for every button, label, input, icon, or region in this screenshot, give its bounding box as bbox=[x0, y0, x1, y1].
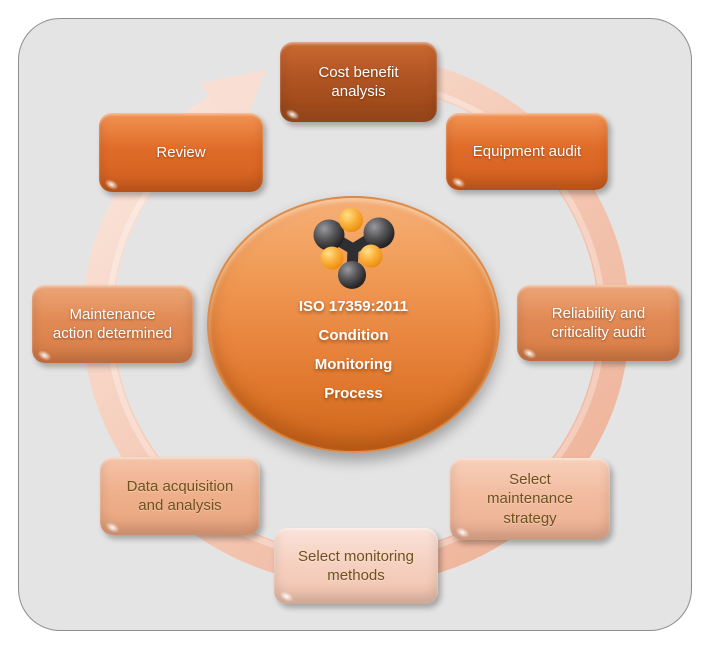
step-maintenance-action-determined: Maintenance action determined bbox=[32, 285, 193, 363]
center-ellipse: ISO 17359:2011 Condition Monitoring Proc… bbox=[207, 196, 500, 453]
molecule-icon bbox=[313, 208, 394, 289]
step-label: Equipment audit bbox=[472, 142, 582, 160]
step-data-acquisition-analysis: Data acquisition and analysis bbox=[100, 457, 260, 535]
center-title-line: Condition bbox=[318, 327, 389, 344]
step-reliability-criticality-audit: Reliability and criticality audit bbox=[517, 285, 680, 361]
step-label: Review bbox=[156, 143, 206, 161]
step-label: Maintenance action determined bbox=[52, 305, 173, 342]
cycle-arrow-icon bbox=[200, 70, 266, 141]
step-label: Cost benefit analysis bbox=[318, 63, 399, 100]
step-select-monitoring-methods: Select monitoring methods bbox=[274, 528, 438, 604]
step-label: Data acquisition and analysis bbox=[126, 477, 234, 514]
step-equipment-audit: Equipment audit bbox=[446, 113, 608, 190]
center-title: ISO 17359:2011 Condition Monitoring Proc… bbox=[299, 292, 408, 408]
center-title-line: Monitoring bbox=[314, 356, 393, 373]
center-title-line: ISO 17359:2011 bbox=[298, 298, 409, 315]
step-cost-benefit-analysis: Cost benefit analysis bbox=[280, 42, 437, 122]
center-title-line: Process bbox=[324, 385, 383, 402]
step-label: Reliability and criticality audit bbox=[551, 304, 646, 341]
step-review: Review bbox=[99, 113, 263, 192]
step-label: Select monitoring methods bbox=[298, 547, 414, 584]
step-select-maintenance-strategy: Select maintenance strategy bbox=[450, 458, 610, 540]
step-label: Select maintenance strategy bbox=[487, 471, 573, 527]
